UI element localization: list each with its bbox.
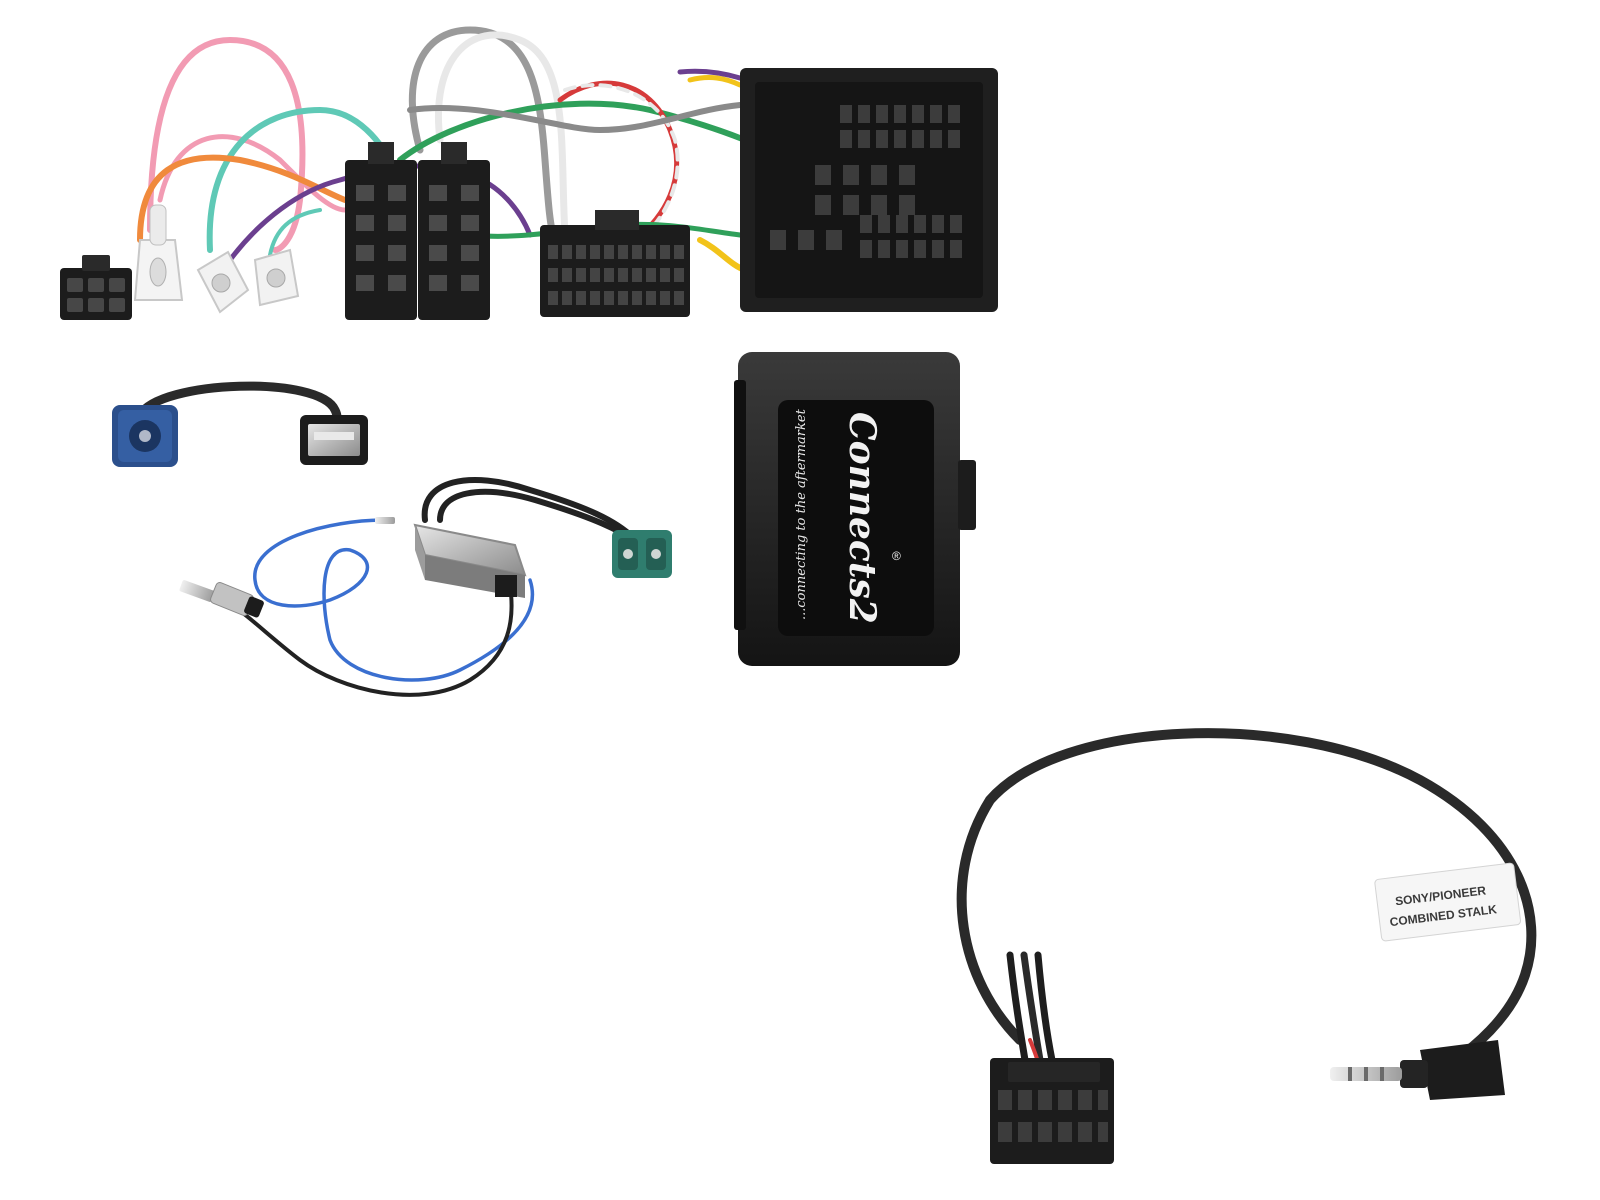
twenty-pin-connector bbox=[540, 210, 690, 317]
bullet-connector-3 bbox=[253, 248, 300, 307]
wire-pink bbox=[147, 36, 306, 253]
antenna-adapter bbox=[179, 477, 672, 697]
iso-connector-left bbox=[345, 142, 417, 320]
wire-grey bbox=[408, 26, 559, 244]
right-angle-jack bbox=[1330, 1040, 1505, 1100]
din-antenna-plug bbox=[179, 580, 264, 618]
antenna-fakra-cable bbox=[421, 477, 643, 548]
bullet-connector-1 bbox=[133, 204, 184, 301]
wire-yellow bbox=[697, 237, 748, 273]
interface-box: ...connecting to the aftermarket Connect… bbox=[734, 352, 976, 666]
stalk-cable: SONY/PIONEER COMBINED STALK bbox=[956, 728, 1537, 1164]
cable-label: SONY/PIONEER COMBINED STALK bbox=[1374, 862, 1521, 942]
bullet-connector-2 bbox=[196, 250, 250, 314]
wire-green bbox=[397, 100, 748, 163]
registered-mark: ® bbox=[892, 549, 901, 563]
bullet-connectors bbox=[133, 204, 300, 314]
six-pin-connector bbox=[60, 255, 132, 320]
brand-logo-text: Connects2 bbox=[841, 412, 883, 624]
wire-teal-2 bbox=[268, 208, 322, 257]
fakra-usb-adapter bbox=[112, 381, 368, 467]
wire-grey-2 bbox=[407, 102, 743, 134]
twelve-pin-connector bbox=[990, 1058, 1114, 1164]
fakra-green-connector bbox=[612, 530, 672, 578]
fakra-blue-connector bbox=[112, 405, 178, 467]
quadlock-connector bbox=[740, 68, 998, 312]
tagline-text: ...connecting to the aftermarket bbox=[794, 408, 809, 620]
wire-pink-2 bbox=[157, 134, 348, 213]
wire-white bbox=[435, 31, 569, 239]
wire-yellow-2 bbox=[687, 75, 743, 88]
amplifier-box bbox=[413, 523, 527, 598]
antenna-black-wire bbox=[198, 583, 514, 697]
antenna-blue-wire bbox=[253, 518, 535, 682]
wire-red bbox=[557, 80, 680, 238]
iso-connector-right bbox=[418, 142, 490, 320]
stalk-wire-bundle bbox=[1006, 951, 1056, 1064]
wire-white-2 bbox=[563, 83, 680, 234]
wire-purple-2 bbox=[677, 68, 743, 81]
usb-plug bbox=[300, 415, 368, 465]
spade-terminal bbox=[375, 517, 395, 524]
wire-orange bbox=[137, 154, 348, 243]
stalk-cable-wire bbox=[956, 728, 1537, 1065]
